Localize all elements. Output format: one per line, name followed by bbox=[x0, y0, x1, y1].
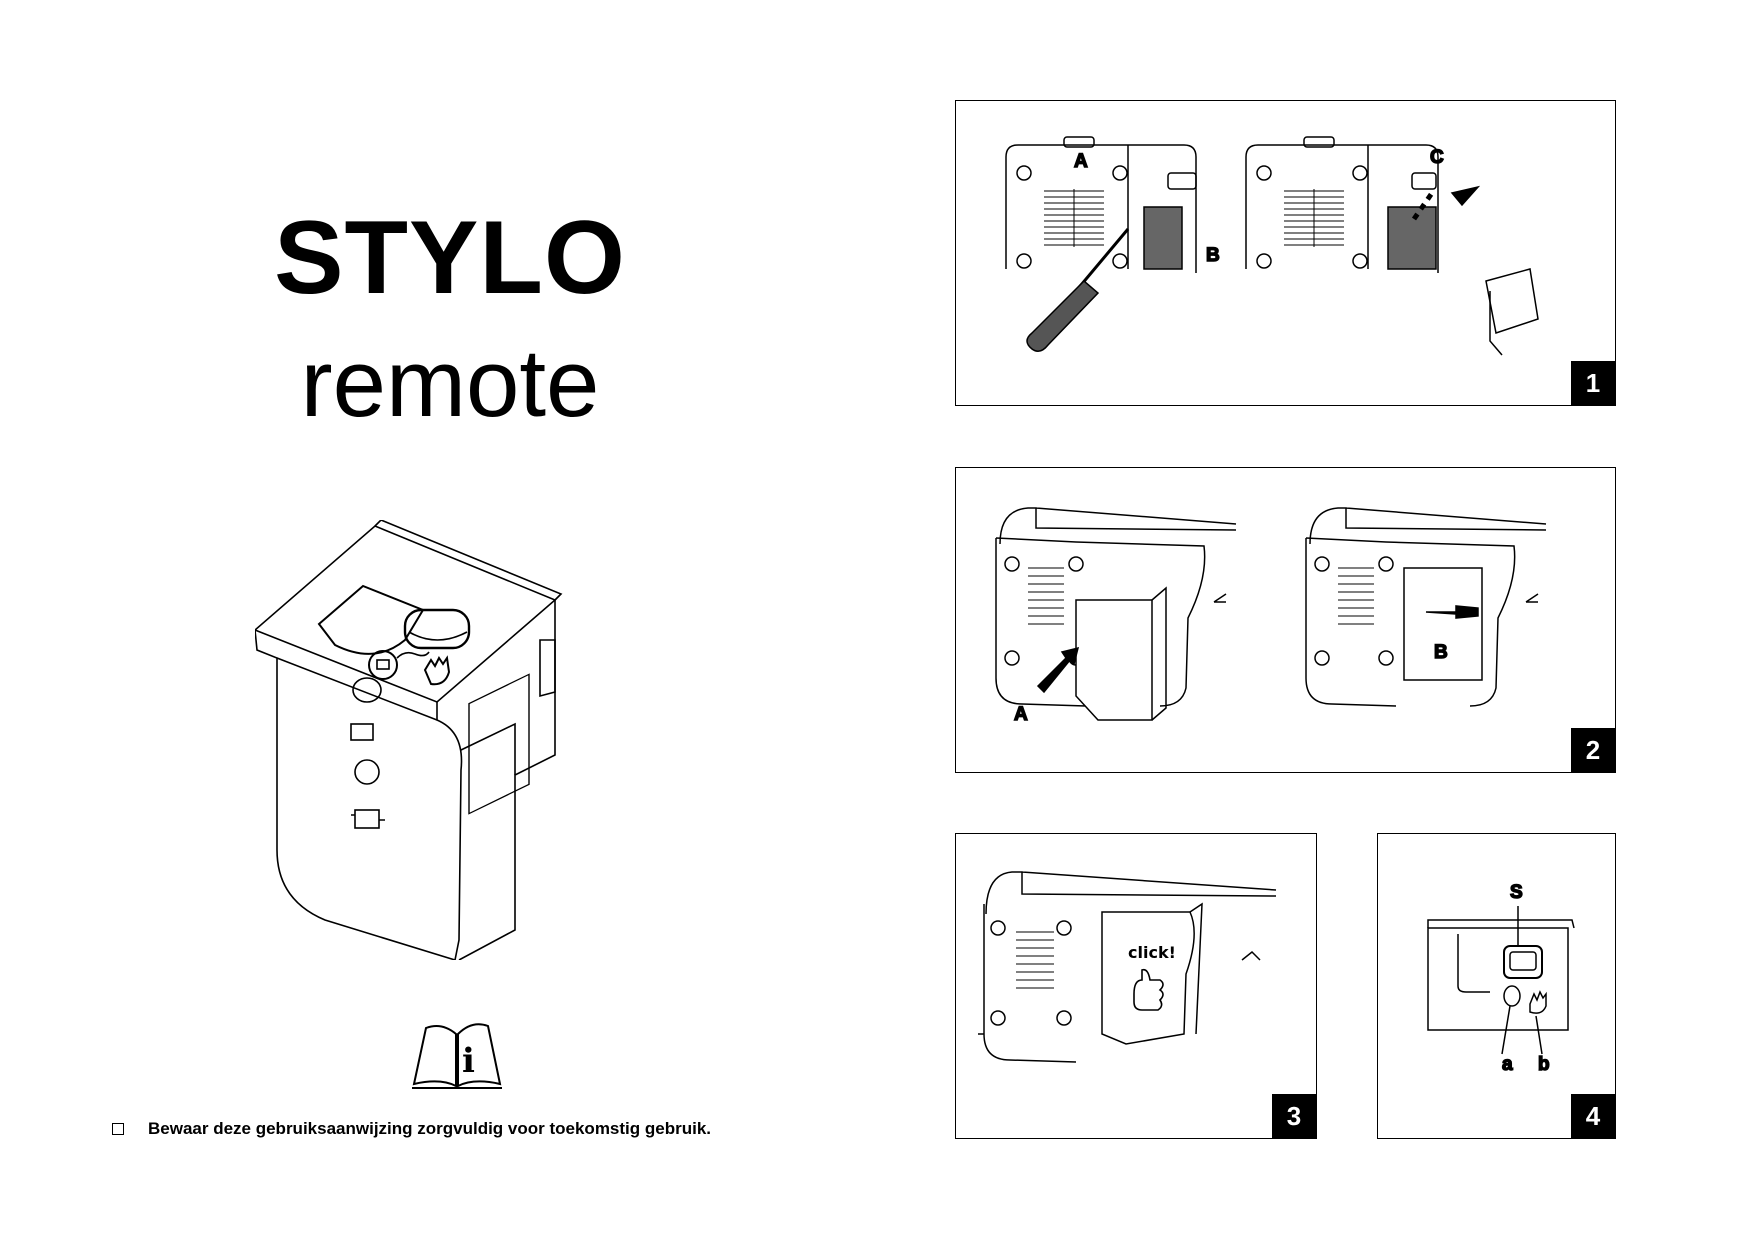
product-title: STYLO bbox=[274, 200, 626, 316]
step-number: 3 bbox=[1272, 1094, 1316, 1138]
product-subtitle: remote bbox=[300, 330, 600, 437]
label-a: a bbox=[1502, 1054, 1513, 1075]
step-number: 1 bbox=[1571, 361, 1615, 405]
step-panel-1: A B C 1 bbox=[955, 100, 1616, 406]
product-illustration bbox=[255, 520, 563, 960]
label-b: B bbox=[1434, 642, 1448, 663]
label-s: S bbox=[1510, 882, 1523, 903]
label-c: C bbox=[1430, 147, 1444, 168]
svg-text:i: i bbox=[462, 1041, 475, 1081]
remote-receiver-icon bbox=[1503, 985, 1521, 1007]
storage-notice: Bewaar deze gebruiksaanwijzing zorgvuldi… bbox=[112, 1119, 711, 1139]
label-b: b bbox=[1538, 1054, 1550, 1075]
info-manual-icon: i bbox=[412, 1023, 502, 1089]
notice-text: Bewaar deze gebruiksaanwijzing zorgvuldi… bbox=[148, 1119, 712, 1138]
touch-hand-icon bbox=[1529, 990, 1547, 1014]
step-panel-2: A B 2 bbox=[955, 467, 1616, 773]
label-b: B bbox=[1206, 245, 1220, 266]
step-panel-3: click! 3 bbox=[955, 833, 1317, 1139]
step-number: 4 bbox=[1571, 1094, 1615, 1138]
step-panel-4: S a b 4 bbox=[1377, 833, 1616, 1139]
label-a: A bbox=[1014, 704, 1028, 725]
label-a: A bbox=[1074, 151, 1088, 172]
checkbox-bullet-icon bbox=[112, 1123, 124, 1135]
step-number: 2 bbox=[1571, 728, 1615, 772]
click-label: click! bbox=[1128, 943, 1176, 962]
